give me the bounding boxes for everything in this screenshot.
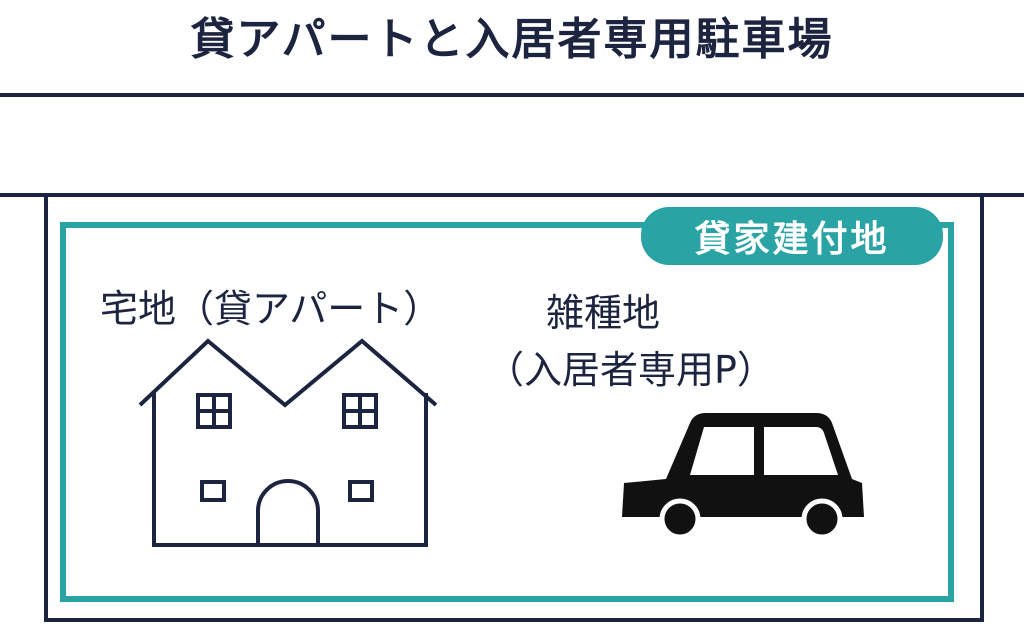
car-icon — [622, 413, 864, 540]
mid-divider — [0, 193, 1024, 197]
residential-label: 宅地（貸アパート） — [100, 287, 442, 331]
land-boundary-frame — [60, 222, 954, 602]
tag-badge: 貸家建付地 — [641, 207, 943, 265]
misc-land-sublabel: （入居者専用P） — [486, 348, 775, 392]
house-icon — [138, 338, 438, 547]
outer-frame — [44, 194, 984, 622]
page-title: 貸アパートと入居者専用駐車場 — [190, 14, 834, 65]
misc-land-label: 雑種地 — [546, 291, 661, 335]
top-divider — [0, 93, 1024, 97]
